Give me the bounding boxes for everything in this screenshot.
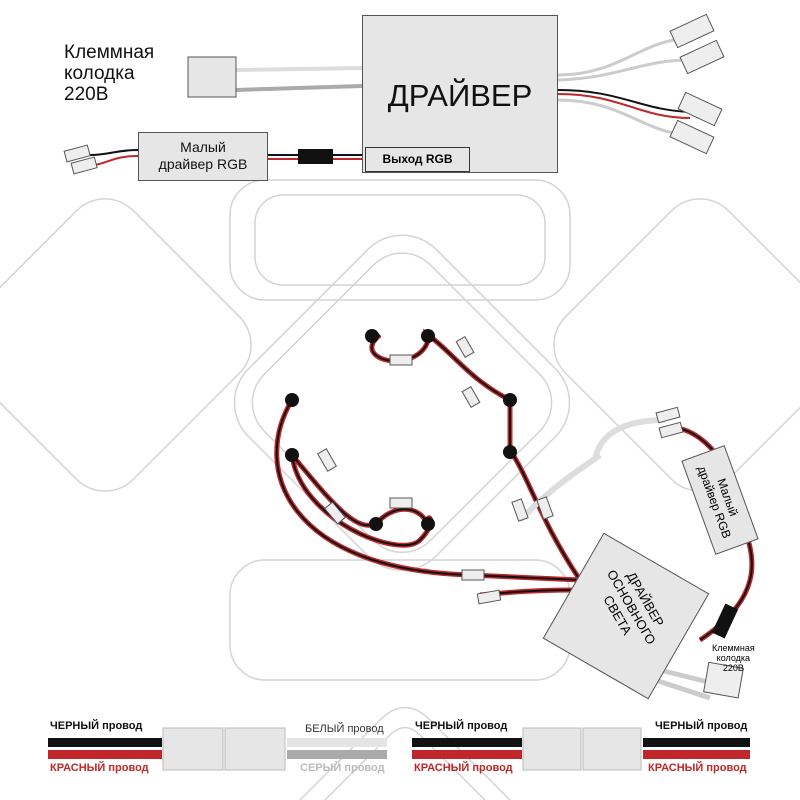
label-line: Клеммная	[64, 42, 155, 63]
small-rgb-driver-box: Малый драйвер RGB	[138, 132, 268, 181]
driver-box: ДРАЙВЕР Выход RGB	[362, 15, 558, 173]
legend-black-wire-1: ЧЕРНЫЙ провод	[50, 720, 143, 732]
output-connectors	[669, 13, 725, 155]
legend-black-wire-2: ЧЕРНЫЙ провод	[415, 720, 508, 732]
rgb-output-label: Выход RGB	[365, 147, 470, 172]
scheme-connector-black	[711, 603, 739, 639]
label-line: колодка	[716, 653, 751, 663]
legend-grey-wire: СЕРЫЙ провод	[300, 762, 385, 774]
terminal-block-top	[187, 56, 237, 98]
rgb-connector-black	[298, 149, 333, 164]
wire-connectors	[316, 336, 744, 699]
label-line: 220В	[722, 663, 744, 673]
top-wires	[63, 13, 725, 175]
driver-title: ДРАЙВЕР	[387, 78, 533, 113]
scheme-terminal-block-label: Клеммная колодка 220В	[712, 643, 755, 673]
legend-red-wire-3: КРАСНЫЙ провод	[648, 762, 747, 774]
terminal-block-220v-label: Клеммная колодка 220В	[64, 42, 154, 105]
ceiling-outlines	[0, 179, 800, 800]
legend-wires	[48, 727, 750, 771]
terminal-block-scheme	[703, 661, 744, 699]
label-line: Малый	[180, 139, 226, 155]
label-line: 220В	[64, 84, 109, 105]
legend-red-wire-2: КРАСНЫЙ провод	[414, 762, 513, 774]
legend-white-wire: БЕЛЫЙ провод	[305, 723, 384, 735]
label-line: Клеммная	[712, 643, 755, 653]
label-line: драйвер RGB	[158, 156, 248, 172]
legend-red-wire-1: КРАСНЫЙ провод	[50, 762, 149, 774]
label-line: колодка	[64, 63, 135, 84]
light-points	[285, 329, 517, 531]
legend-black-wire-3: ЧЕРНЫЙ провод	[655, 720, 748, 732]
scheme-wires	[274, 328, 755, 701]
